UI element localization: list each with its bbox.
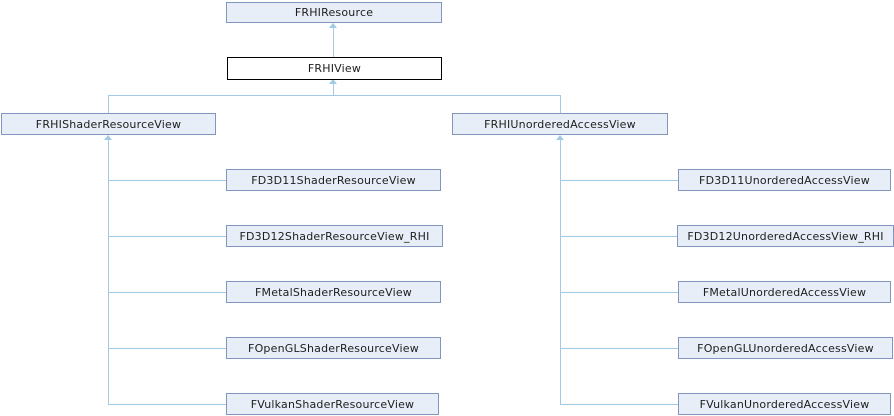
class-node-fd3d11shaderresourceview[interactable]: FD3D11ShaderResourceView [226, 169, 441, 191]
class-node-fd3d12unorderedaccessview-rhi[interactable]: FD3D12UnorderedAccessView_RHI [677, 225, 894, 247]
class-node-fd3d11unorderedaccessview[interactable]: FD3D11UnorderedAccessView [678, 169, 891, 191]
edge-line [560, 95, 561, 113]
class-node-fvulkanunorderedaccessview[interactable]: FVulkanUnorderedAccessView [678, 393, 891, 415]
edge-line [561, 404, 678, 405]
class-node-frhiresource[interactable]: FRHIResource [226, 2, 442, 23]
edge-line [108, 292, 226, 293]
class-node-fopenglshaderresourceview[interactable]: FOpenGLShaderResourceView [226, 337, 441, 359]
edge-line [108, 140, 109, 405]
edge-line [561, 348, 678, 349]
edge-line [108, 348, 226, 349]
inheritance-arrow-up-icon [104, 135, 112, 140]
inheritance-arrow-up-icon [329, 23, 337, 28]
edge-line [333, 84, 334, 95]
edge-line [108, 236, 226, 237]
class-node-fopenglunorderedaccessview[interactable]: FOpenGLUnorderedAccessView [678, 337, 893, 359]
edge-line [333, 28, 334, 57]
edge-line [560, 140, 561, 405]
class-node-frhiunorderedaccessview[interactable]: FRHIUnorderedAccessView [452, 113, 668, 135]
edge-line [108, 95, 561, 96]
class-node-fmetalunorderedaccessview[interactable]: FMetalUnorderedAccessView [678, 281, 891, 303]
edge-line [561, 236, 678, 237]
inheritance-arrow-up-icon [329, 79, 337, 84]
edge-line [108, 180, 226, 181]
class-node-frhiview-current: FRHIView [227, 57, 442, 80]
class-node-fd3d12shaderresourceview-rhi[interactable]: FD3D12ShaderResourceView_RHI [226, 225, 443, 247]
class-node-fmetalshaderresourceview[interactable]: FMetalShaderResourceView [226, 281, 441, 303]
inheritance-arrow-up-icon [556, 135, 564, 140]
edge-line [108, 404, 226, 405]
edge-line [108, 95, 109, 113]
edge-line [561, 292, 678, 293]
class-node-fvulkanshaderresourceview[interactable]: FVulkanShaderResourceView [226, 393, 439, 415]
class-node-frhishaderresourceview[interactable]: FRHIShaderResourceView [1, 113, 216, 135]
edge-line [561, 180, 678, 181]
